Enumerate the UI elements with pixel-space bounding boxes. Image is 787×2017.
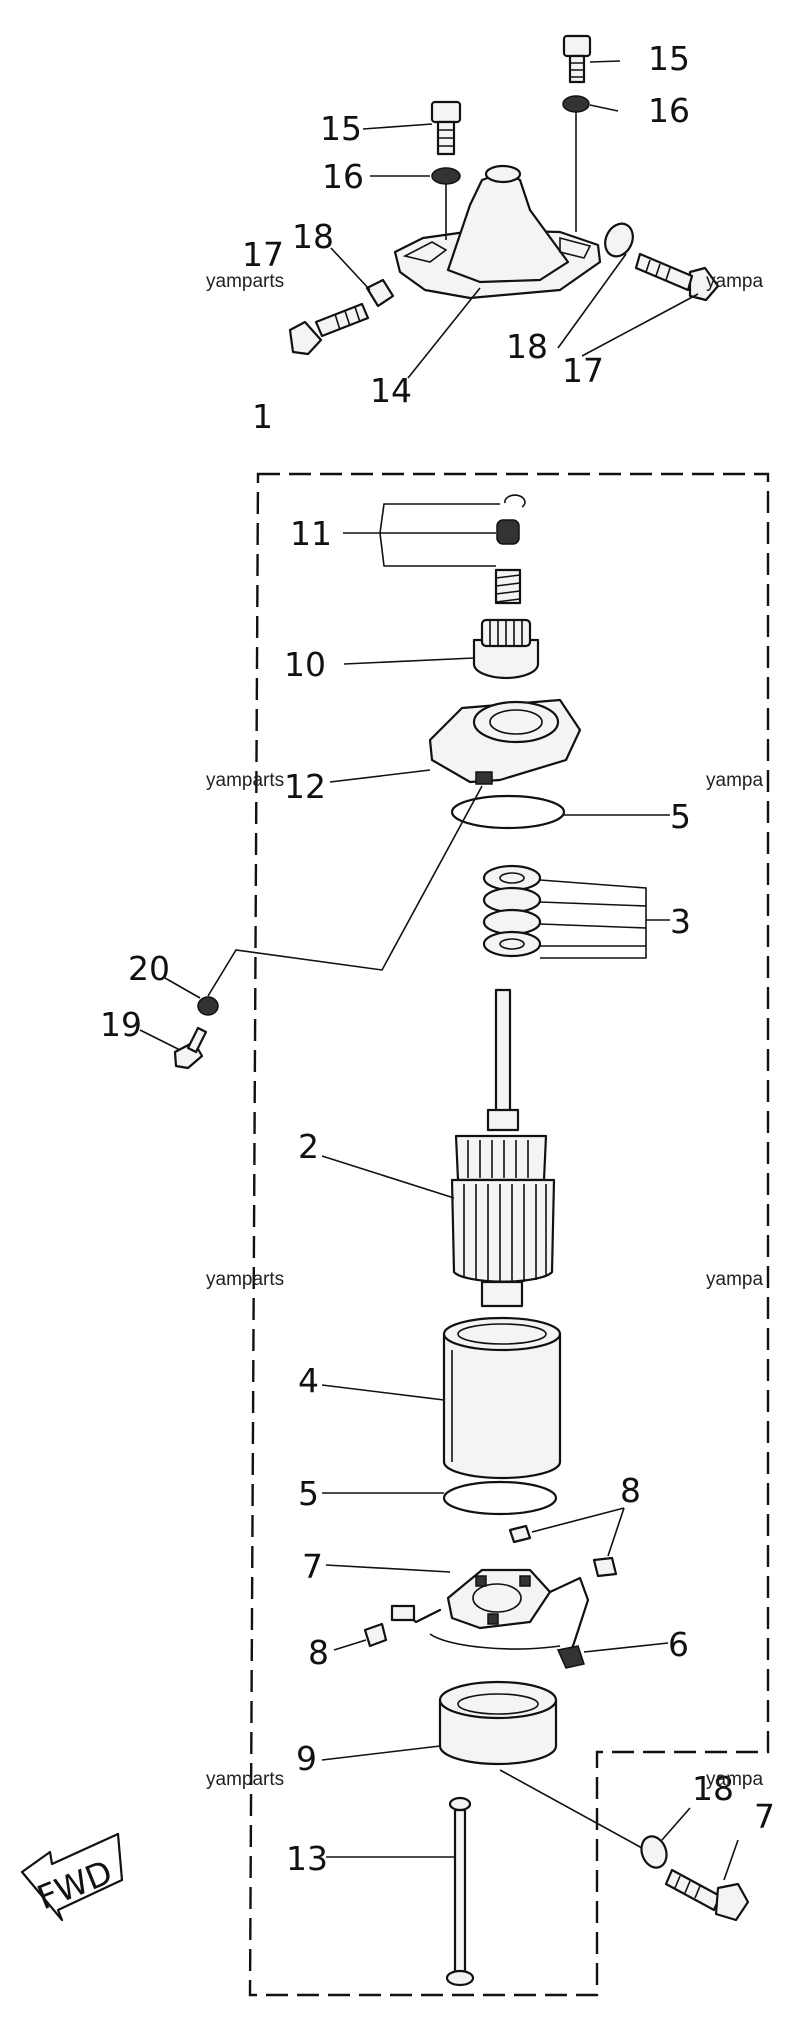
through-bolt-part xyxy=(445,1796,475,1987)
callout-12: 12 xyxy=(284,767,326,806)
washer-20-part xyxy=(197,996,219,1016)
callout-17-left: 17 xyxy=(242,235,284,274)
leader-lower-cap-bolt xyxy=(499,1769,643,1849)
callout-15-left: 15 xyxy=(320,109,362,148)
watermark-left-4: yamparts xyxy=(206,1769,284,1790)
callout-9: 9 xyxy=(296,1739,317,1778)
watermark-left-2: yamparts xyxy=(206,770,284,791)
leader-9 xyxy=(321,1745,441,1761)
lower-end-cap-part xyxy=(438,1680,558,1766)
callout-18-left: 18 xyxy=(292,217,334,256)
callout-20: 20 xyxy=(128,949,170,988)
watermark-right-4: yampa xyxy=(706,1769,763,1790)
washer-16-right xyxy=(562,95,590,113)
callout-6: 6 xyxy=(668,1625,689,1664)
yoke-part xyxy=(442,1316,562,1480)
lead-terminal-part xyxy=(556,1645,585,1669)
callout-17-right: 17 xyxy=(562,351,604,390)
leader-19 xyxy=(139,1029,181,1051)
callout-13: 13 xyxy=(286,1839,328,1878)
callout-4: 4 xyxy=(298,1361,319,1400)
bolt-15-left xyxy=(430,100,462,156)
leader-10 xyxy=(343,657,475,665)
callout-18-right: 18 xyxy=(506,327,548,366)
callout-8-upper: 8 xyxy=(620,1471,641,1510)
brush-holder-part xyxy=(390,1568,590,1662)
leader-12 xyxy=(329,769,431,783)
callout-labels: 15 16 15 16 18 17 18 14 17 1 11 10 12 5 … xyxy=(100,39,775,1878)
leader-8b xyxy=(333,1639,367,1651)
callout-5-upper: 5 xyxy=(670,797,691,836)
leader-11 xyxy=(343,503,500,567)
leader-bracket-screw xyxy=(207,785,483,997)
brush-8-right xyxy=(592,1556,618,1578)
brush-8-left xyxy=(363,1622,388,1648)
watermark-left-3: yamparts xyxy=(206,1269,284,1290)
watermark-right-2: yampa xyxy=(706,770,763,791)
callout-18-lower: 18 xyxy=(692,1769,734,1808)
bolt-17-right xyxy=(634,252,720,302)
callout-2: 2 xyxy=(298,1127,319,1166)
watermark-left-1: yamparts xyxy=(206,271,284,292)
callout-1: 1 xyxy=(252,397,273,436)
callout-3: 3 xyxy=(670,902,691,941)
o-ring-lower-part xyxy=(442,1480,558,1516)
watermarks: yamparts yampa yamparts yampa yamparts y… xyxy=(206,271,763,1790)
leader-3 xyxy=(539,879,670,959)
leader-7 xyxy=(325,1564,451,1573)
callout-11: 11 xyxy=(290,514,332,553)
callout-19: 19 xyxy=(100,1005,142,1044)
leader-8a xyxy=(531,1507,625,1557)
callout-5-lower: 5 xyxy=(298,1474,319,1513)
fwd-label: FWD xyxy=(32,1852,118,1917)
starter-cover-part xyxy=(393,164,602,300)
callout-15-right: 15 xyxy=(648,39,690,78)
upper-bracket-part xyxy=(428,698,582,785)
grommet-18-right xyxy=(604,222,634,258)
leader-4 xyxy=(321,1384,445,1401)
o-ring-upper-part xyxy=(450,794,566,830)
armature-part xyxy=(450,988,556,1308)
bolt-17-left xyxy=(288,302,370,356)
leader-2 xyxy=(321,1155,455,1199)
stopper-clip-spring-part xyxy=(494,494,526,605)
leader-18c xyxy=(661,1807,691,1841)
callout-16-left: 16 xyxy=(322,157,364,196)
brake-springs-part xyxy=(482,864,542,958)
callout-14: 14 xyxy=(370,371,412,410)
callout-8-lower: 8 xyxy=(308,1633,329,1672)
screw-19-part xyxy=(173,1026,208,1070)
callout-10: 10 xyxy=(284,645,326,684)
leaders-top xyxy=(330,60,699,379)
pinion-part xyxy=(472,618,540,680)
brush-8-top xyxy=(508,1524,532,1544)
watermark-right-1: yampa xyxy=(706,271,763,292)
fwd-arrow-tag: FWD xyxy=(20,1832,124,1922)
grommet-18-lower-part xyxy=(640,1835,668,1869)
leader-17c xyxy=(723,1839,739,1881)
watermark-right-3: yampa xyxy=(706,1269,763,1290)
assembly-boundary xyxy=(248,472,770,1997)
grommet-18-left xyxy=(365,278,395,308)
leader-6 xyxy=(583,1642,669,1653)
bolt-17-lower-part xyxy=(664,1868,750,1922)
bolt-15-right xyxy=(562,34,592,84)
callout-7: 7 xyxy=(302,1547,323,1586)
callout-16-right: 16 xyxy=(648,91,690,130)
leader-20 xyxy=(164,977,201,999)
washer-16-left xyxy=(431,167,461,185)
callout-17-lower: 7 xyxy=(754,1797,775,1836)
